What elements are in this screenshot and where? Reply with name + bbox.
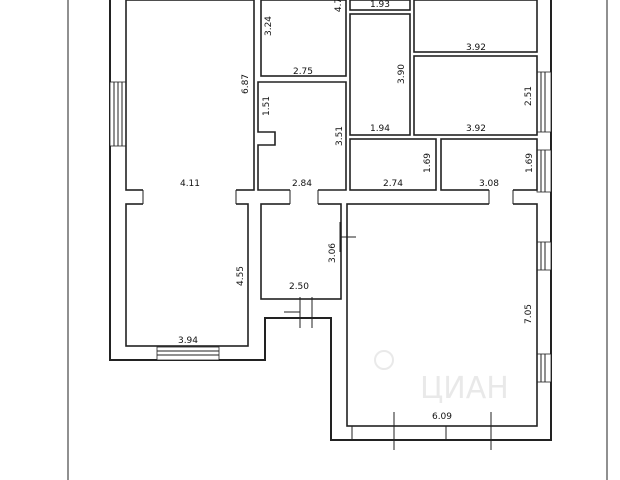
watermark: ЦИАН bbox=[374, 350, 509, 406]
room-top-narrow bbox=[349, 0, 411, 11]
room-small-right bbox=[440, 138, 538, 191]
room-top-right bbox=[413, 0, 538, 53]
dim-r12-w: 6.09 bbox=[432, 412, 452, 422]
dim-r9-h: 1.69 bbox=[525, 153, 535, 173]
dim-r3-top: 1.93 bbox=[370, 0, 390, 10]
room-lower-left bbox=[125, 203, 249, 347]
dim-r8-h: 1.69 bbox=[423, 153, 433, 173]
dim-r7-h1: 1.51 bbox=[262, 96, 272, 116]
dim-r12-h: 7.05 bbox=[524, 304, 534, 324]
room-small-mid bbox=[349, 138, 437, 191]
dim-r5-h: 3.90 bbox=[397, 64, 407, 84]
watermark-text: ЦИАН bbox=[420, 371, 509, 406]
dim-r7-h2: 3.51 bbox=[335, 126, 345, 146]
watermark-logo-icon bbox=[374, 350, 394, 370]
room-large-left bbox=[125, 0, 255, 191]
dimension-labels: 6.87 4.11 3.24 2.75 1.93 4.7 3.92 3.90 1… bbox=[178, 0, 535, 422]
dim-r7-w: 2.84 bbox=[292, 179, 312, 189]
room-corridor bbox=[349, 13, 411, 136]
dim-r4-w: 3.92 bbox=[466, 43, 486, 53]
dim-r5-w: 1.94 bbox=[370, 124, 390, 134]
dim-r6-w: 3.92 bbox=[466, 124, 486, 134]
dim-r3-side: 4.7 bbox=[334, 0, 344, 12]
room-center-small bbox=[260, 203, 342, 300]
room-right-mid bbox=[413, 55, 538, 136]
room-hall bbox=[257, 81, 347, 191]
exterior-wall bbox=[109, 0, 552, 441]
dim-r8-w: 2.74 bbox=[383, 179, 403, 189]
dim-r2-w: 2.75 bbox=[293, 67, 313, 77]
room-large-right bbox=[346, 203, 538, 427]
dim-r2-h: 3.24 bbox=[264, 16, 274, 36]
dim-r10-h: 4.55 bbox=[236, 266, 246, 286]
dim-r10-w: 3.94 bbox=[178, 336, 198, 346]
room-top-small bbox=[260, 0, 347, 77]
dim-r11-w: 2.50 bbox=[289, 282, 309, 292]
sheet-frame bbox=[67, 0, 608, 480]
doors bbox=[142, 188, 514, 450]
dim-r11-h: 3.06 bbox=[328, 243, 338, 263]
dim-r1-h: 6.87 bbox=[241, 74, 251, 94]
dim-r9-w: 3.08 bbox=[479, 179, 499, 189]
dim-r1-w: 4.11 bbox=[180, 179, 200, 189]
dim-r6-h: 2.51 bbox=[524, 86, 534, 106]
